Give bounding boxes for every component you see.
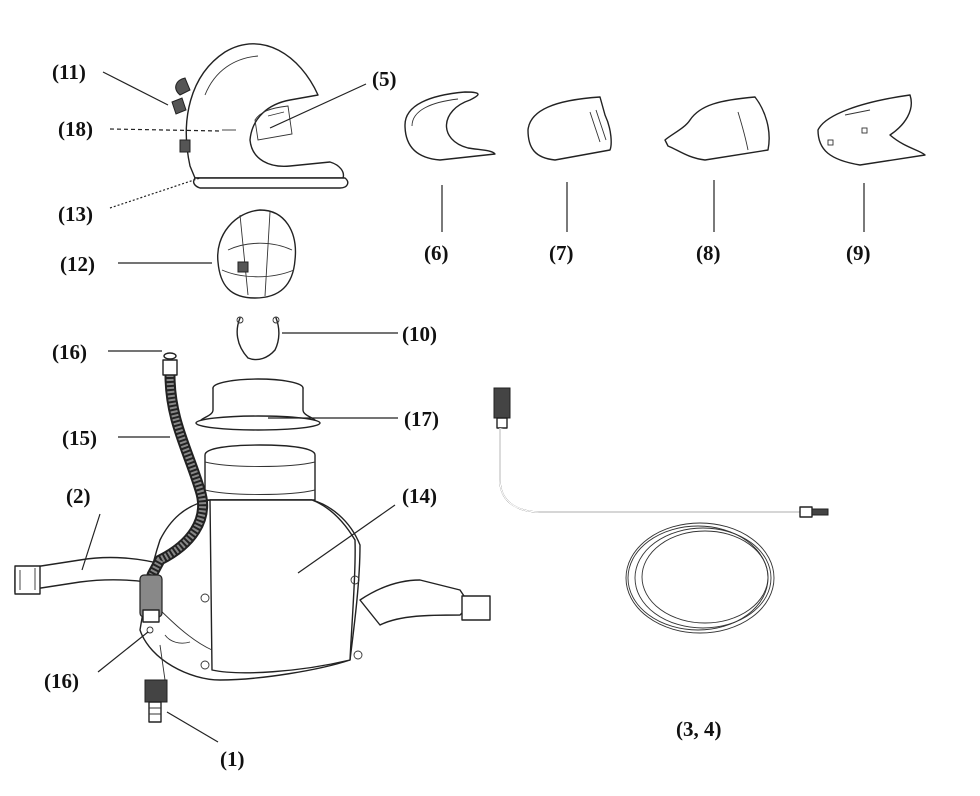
label-13: (13) [58, 202, 93, 226]
leader-5 [269, 83, 367, 129]
visor-7 [527, 96, 612, 161]
label-16-top: (16) [52, 340, 87, 364]
label-6: (6) [424, 241, 449, 265]
connector [144, 644, 168, 723]
cape-assembly [14, 444, 491, 681]
visor-6 [404, 91, 496, 161]
visor-8 [664, 96, 770, 161]
visor-9 [817, 94, 926, 166]
label-8: (8) [696, 241, 721, 265]
label-16-bottom: (16) [44, 669, 79, 693]
leader-18 [109, 128, 221, 132]
head-harness [217, 209, 297, 299]
leader-13 [109, 177, 201, 209]
collar [195, 378, 321, 431]
helmet [171, 43, 349, 189]
label-1: (1) [220, 747, 245, 771]
label-18: (18) [58, 117, 93, 141]
label-9: (9) [846, 241, 871, 265]
label-17: (17) [404, 407, 439, 431]
label-15: (15) [62, 426, 97, 450]
label-5: (5) [372, 67, 397, 91]
supply-hose [493, 387, 829, 634]
label-2: (2) [66, 484, 91, 508]
label-3-4: (3, 4) [676, 717, 722, 741]
label-7: (7) [549, 241, 574, 265]
label-14: (14) [402, 484, 437, 508]
neck-cord [236, 316, 280, 361]
breathing-hose [139, 352, 209, 634]
label-10: (10) [402, 322, 437, 346]
label-12: (12) [60, 252, 95, 276]
leader-11 [102, 71, 169, 106]
label-11: (11) [52, 60, 86, 84]
